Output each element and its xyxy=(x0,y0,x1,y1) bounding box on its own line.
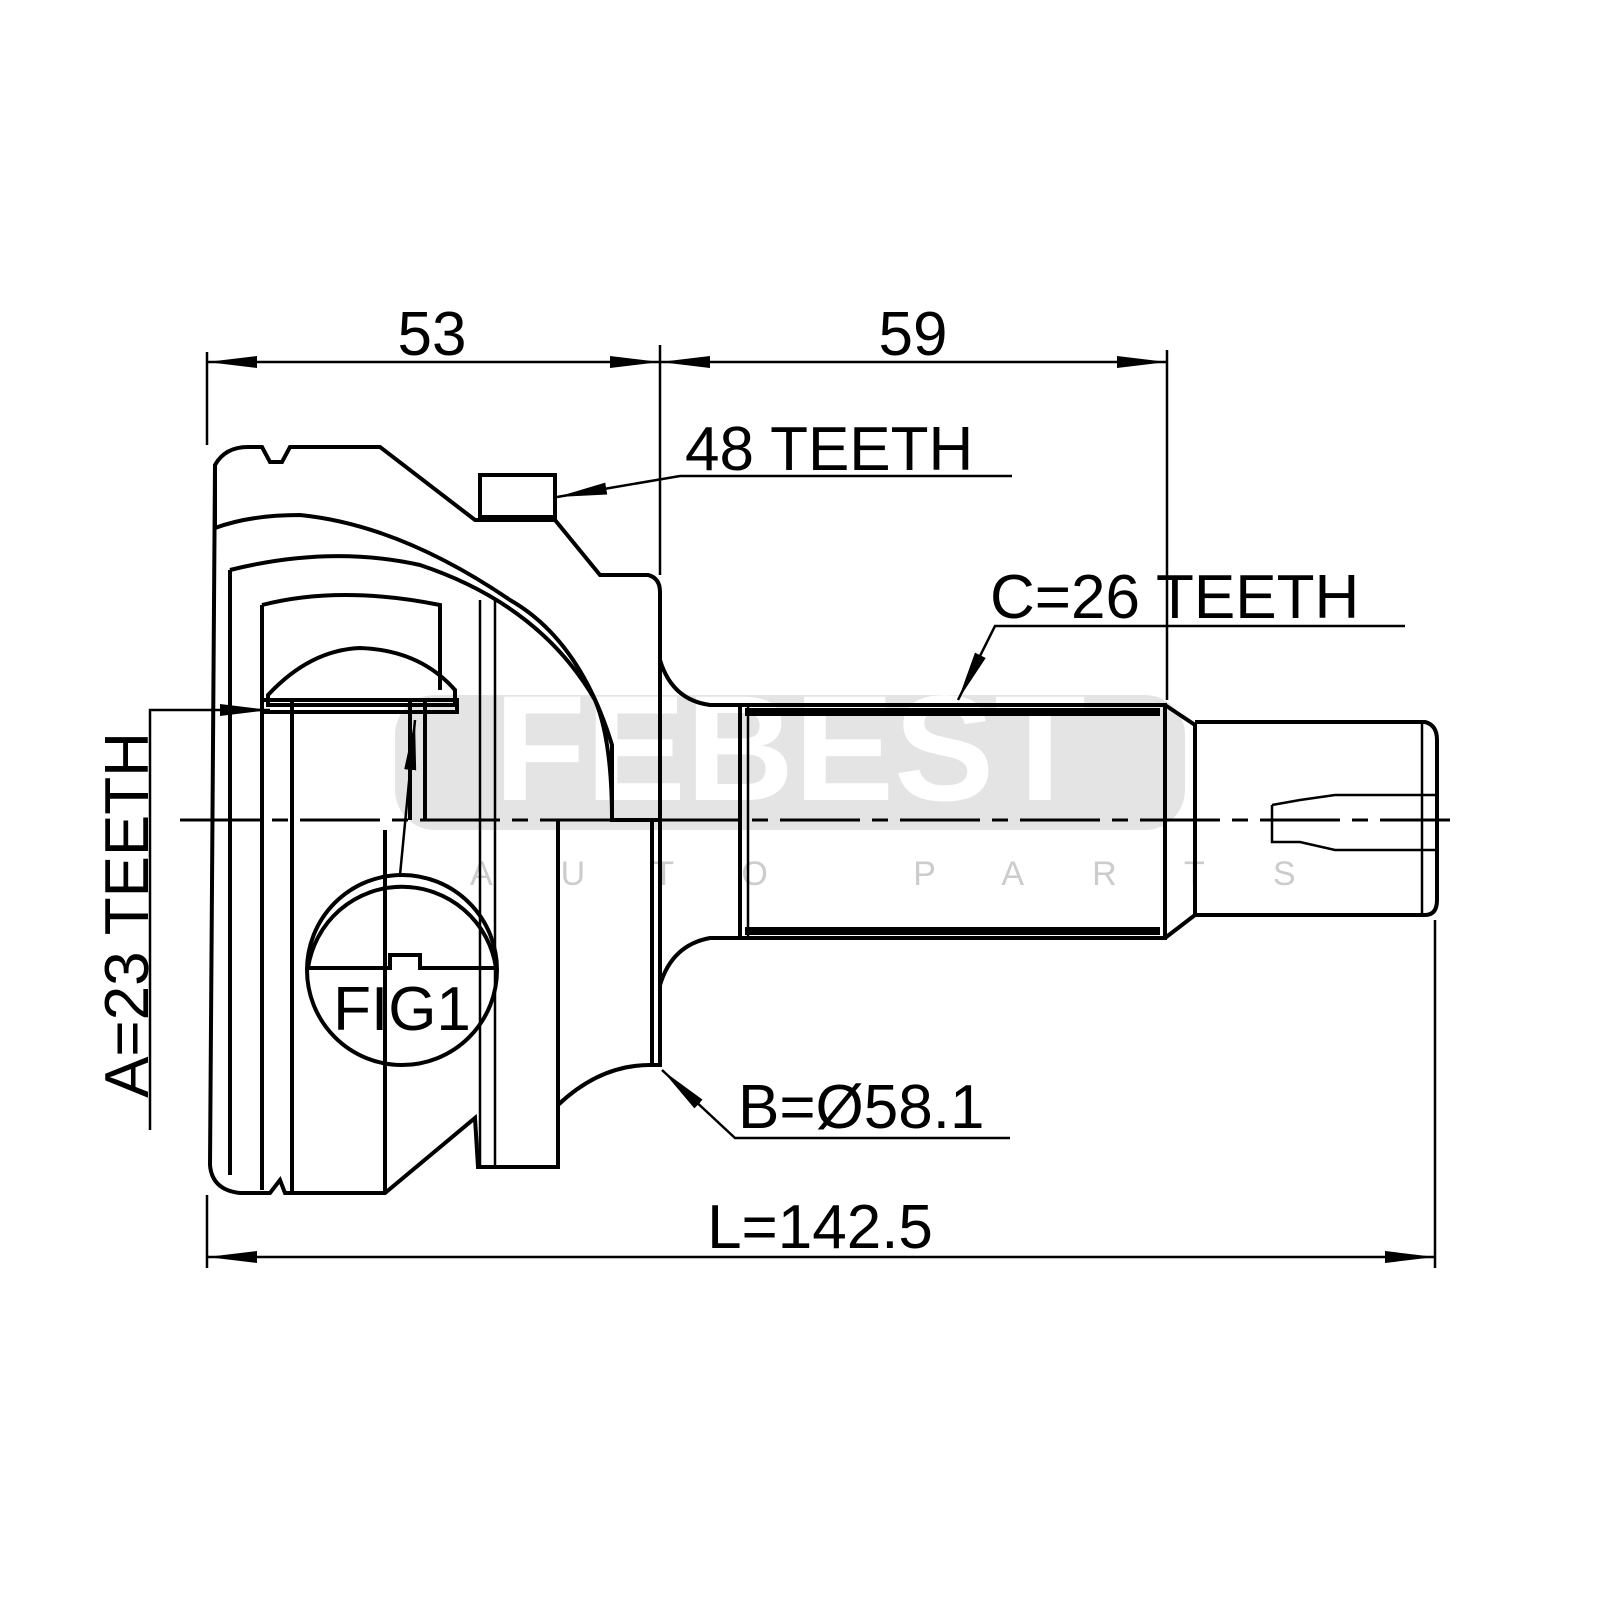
abs-ring xyxy=(478,473,557,519)
dim-59-label: 59 xyxy=(879,300,948,369)
fig1-detail: FIG1 xyxy=(305,719,499,1067)
dim-53-label: 53 xyxy=(398,300,467,369)
fig1-label: FIG1 xyxy=(333,975,471,1044)
shaft-teeth-label: C=26 TEETH xyxy=(990,563,1359,632)
outer-teeth-label: 48 TEETH xyxy=(685,415,973,484)
abs-diameter-label: B=Ø58.1 xyxy=(738,1073,984,1142)
dimensions: 53 59 48 TEETH C=26 TEETH A=23 TEETH B=Ø… xyxy=(93,300,1437,1268)
total-length-label: L=142.5 xyxy=(707,1193,933,1262)
watermark-subtitle: AUTO PARTS xyxy=(470,855,1364,893)
inner-teeth-label: A=23 TEETH xyxy=(93,732,162,1098)
outer-housing xyxy=(207,445,662,1195)
watermark-brand: FEBEST xyxy=(494,664,1086,832)
watermark: FEBEST AUTO PARTS xyxy=(395,664,1364,893)
